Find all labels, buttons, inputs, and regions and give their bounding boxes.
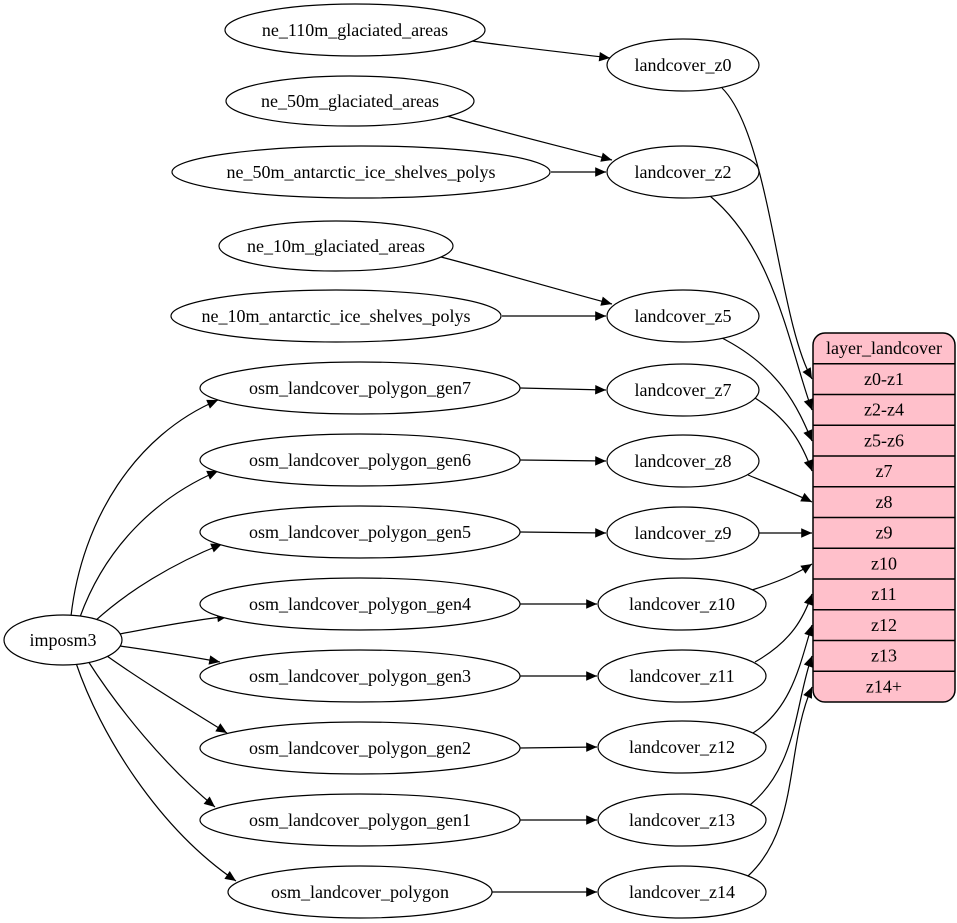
edge-imposm3-to-gen5 bbox=[94, 543, 223, 622]
edge-z0-to-row-z0-z1 bbox=[721, 87, 813, 380]
edge-gen2-to-z12 bbox=[519, 742, 598, 752]
node-osm-landcover-polygon-gen7: osm_landcover_polygon_gen7 bbox=[199, 361, 521, 415]
edge-gen6-to-z8 bbox=[519, 456, 607, 466]
node-landcover-z9: landcover_z9 bbox=[606, 506, 760, 560]
node-osm-landcover-polygon-gen2: osm_landcover_polygon_gen2 bbox=[199, 721, 521, 775]
node-label: osm_landcover_polygon_gen6 bbox=[249, 450, 471, 470]
node-label: landcover_z8 bbox=[635, 451, 732, 471]
node-landcover-z7: landcover_z7 bbox=[606, 363, 760, 417]
node-landcover-z2: landcover_z2 bbox=[606, 145, 760, 199]
node-ne-10m-glaciated-areas: ne_10m_glaciated_areas bbox=[218, 220, 454, 272]
node-label: landcover_z2 bbox=[635, 162, 732, 182]
node-osm-landcover-polygon-gen6: osm_landcover_polygon_gen6 bbox=[199, 433, 521, 487]
node-ne-110m-glaciated-areas: ne_110m_glaciated_areas bbox=[224, 3, 486, 57]
edge-z8-to-row-z8 bbox=[747, 474, 813, 503]
node-landcover-z13: landcover_z13 bbox=[597, 793, 767, 847]
node-label: landcover_z13 bbox=[629, 810, 735, 830]
node-label: landcover_z11 bbox=[629, 666, 734, 686]
table-row-z12: z12 bbox=[871, 615, 897, 635]
node-label: ne_110m_glaciated_areas bbox=[262, 20, 448, 40]
nodes: ne_110m_glaciated_areas ne_50m_glaciated… bbox=[3, 3, 767, 919]
node-label: osm_landcover_polygon_gen1 bbox=[249, 810, 471, 830]
table-layer-landcover: layer_landcover z0-z1 z2-z4 z5-z6 z7 z8 … bbox=[812, 332, 956, 703]
edge-ne50m-glaciated-to-z2 bbox=[446, 115, 613, 162]
node-osm-landcover-polygon-gen1: osm_landcover_polygon_gen1 bbox=[199, 793, 521, 847]
edge-imposm3-to-gen3 bbox=[119, 645, 221, 665]
node-label: ne_10m_glaciated_areas bbox=[247, 236, 425, 256]
table-row-z11: z11 bbox=[871, 584, 896, 604]
node-imposm3: imposm3 bbox=[3, 614, 123, 666]
node-landcover-z12: landcover_z12 bbox=[597, 720, 767, 774]
node-label: osm_landcover_polygon_gen2 bbox=[249, 738, 471, 758]
node-label: ne_50m_antarctic_ice_shelves_polys bbox=[227, 162, 496, 182]
edge-z11-to-row-z11 bbox=[754, 593, 813, 663]
node-label: landcover_z7 bbox=[635, 380, 732, 400]
node-label: landcover_z5 bbox=[635, 306, 732, 326]
table-row-z8: z8 bbox=[876, 492, 893, 512]
table-row-z2-z4: z2-z4 bbox=[864, 400, 904, 420]
node-label: osm_landcover_polygon_gen4 bbox=[249, 594, 471, 614]
node-landcover-z8: landcover_z8 bbox=[606, 434, 760, 488]
node-label: osm_landcover_polygon_gen5 bbox=[249, 522, 471, 542]
node-landcover-z11: landcover_z11 bbox=[597, 649, 767, 703]
node-label: landcover_z12 bbox=[629, 737, 735, 757]
node-landcover-z0: landcover_z0 bbox=[606, 38, 760, 92]
node-label: ne_10m_antarctic_ice_shelves_polys bbox=[202, 306, 471, 326]
edge-gen7-to-z7 bbox=[519, 384, 607, 395]
node-osm-landcover-polygon-gen5: osm_landcover_polygon_gen5 bbox=[199, 505, 521, 559]
edge-z10-to-row-z10 bbox=[751, 563, 813, 591]
edge-z7-to-row-z7 bbox=[754, 397, 813, 472]
edge-z5-to-row-z5-z6 bbox=[719, 336, 813, 442]
edge-gen5-to-z9 bbox=[519, 528, 607, 538]
node-label: landcover_z9 bbox=[635, 523, 732, 543]
node-osm-landcover-polygon-gen3: osm_landcover_polygon_gen3 bbox=[199, 649, 521, 703]
node-label: osm_landcover_polygon bbox=[271, 882, 449, 902]
node-landcover-z14: landcover_z14 bbox=[597, 865, 767, 919]
node-label: ne_50m_glaciated_areas bbox=[261, 91, 439, 111]
node-landcover-z10: landcover_z10 bbox=[597, 577, 767, 631]
edge-imposm3-to-gen4 bbox=[119, 612, 229, 635]
table-row-z7: z7 bbox=[876, 461, 893, 481]
edge-ne110m-to-z0 bbox=[471, 40, 611, 62]
edges bbox=[70, 40, 814, 897]
edge-ne10m-glaciated-to-z5 bbox=[440, 256, 613, 306]
edge-imposm3-to-gen1 bbox=[87, 660, 216, 808]
edge-imposm3-to-gen2 bbox=[106, 655, 228, 734]
node-label: landcover_z10 bbox=[629, 594, 735, 614]
node-label: osm_landcover_polygon_gen7 bbox=[249, 378, 471, 398]
edge-imposm3-to-gen6 bbox=[79, 470, 219, 618]
edge-imposm3-to-gen7 bbox=[70, 399, 219, 617]
node-landcover-z5: landcover_z5 bbox=[606, 289, 760, 343]
edge-z14-to-row-z14 bbox=[747, 686, 813, 877]
table-row-z14plus: z14+ bbox=[866, 677, 902, 697]
table-row-z10: z10 bbox=[871, 554, 897, 574]
table-row-z0-z1: z0-z1 bbox=[864, 369, 904, 389]
table-row-z9: z9 bbox=[876, 523, 893, 543]
node-label: landcover_z0 bbox=[635, 55, 732, 75]
node-ne-10m-antarctic-ice-shelves-polys: ne_10m_antarctic_ice_shelves_polys bbox=[170, 289, 502, 343]
node-osm-landcover-polygon-gen4: osm_landcover_polygon_gen4 bbox=[199, 577, 521, 631]
node-osm-landcover-polygon: osm_landcover_polygon bbox=[227, 865, 493, 919]
node-label: imposm3 bbox=[29, 630, 96, 650]
table-row-z13: z13 bbox=[871, 646, 897, 666]
edge-z12-to-row-z12 bbox=[752, 624, 814, 734]
node-ne-50m-antarctic-ice-shelves-polys: ne_50m_antarctic_ice_shelves_polys bbox=[171, 145, 551, 199]
edge-z13-to-row-z13 bbox=[749, 655, 813, 806]
table-title: layer_landcover bbox=[826, 338, 942, 358]
node-label: osm_landcover_polygon_gen3 bbox=[249, 666, 471, 686]
node-label: landcover_z14 bbox=[629, 882, 735, 902]
table-row-z5-z6: z5-z6 bbox=[864, 431, 904, 451]
node-ne-50m-glaciated-areas: ne_50m_glaciated_areas bbox=[225, 75, 475, 127]
edge-imposm3-to-polygon bbox=[75, 662, 237, 882]
edge-z2-to-row-z2-z4 bbox=[709, 195, 813, 411]
